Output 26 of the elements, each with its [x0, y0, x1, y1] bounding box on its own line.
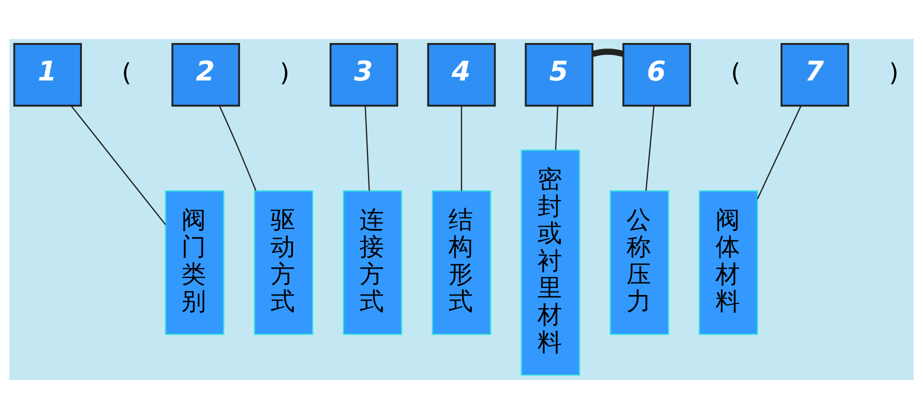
node-box: 密封或衬里材料	[520, 149, 580, 376]
node-box: 阀体材料	[698, 190, 758, 334]
connector	[555, 105, 558, 150]
node-box: 4	[427, 42, 496, 106]
label: )	[888, 58, 899, 87]
connector	[645, 105, 655, 190]
node-box: 连接方式	[342, 190, 402, 334]
node-box: 1	[13, 42, 82, 106]
node-box: 驱动方式	[254, 190, 314, 334]
node-box: 7	[780, 42, 850, 106]
node-box: 3	[330, 42, 398, 106]
connector	[592, 48, 624, 56]
node-box: 公称压力	[610, 190, 670, 334]
node-box: 结构形式	[432, 190, 492, 334]
connector	[218, 105, 256, 190]
node-box: 5	[524, 42, 594, 106]
connector	[70, 104, 166, 225]
node-box: 6	[622, 42, 691, 106]
node-box: 阀门类别	[164, 190, 224, 334]
label: )	[280, 58, 290, 87]
label: (	[730, 58, 740, 87]
connector	[364, 105, 370, 190]
connector	[460, 105, 462, 190]
node-box: 2	[171, 42, 240, 106]
label: (	[122, 58, 132, 87]
connector	[756, 105, 802, 199]
